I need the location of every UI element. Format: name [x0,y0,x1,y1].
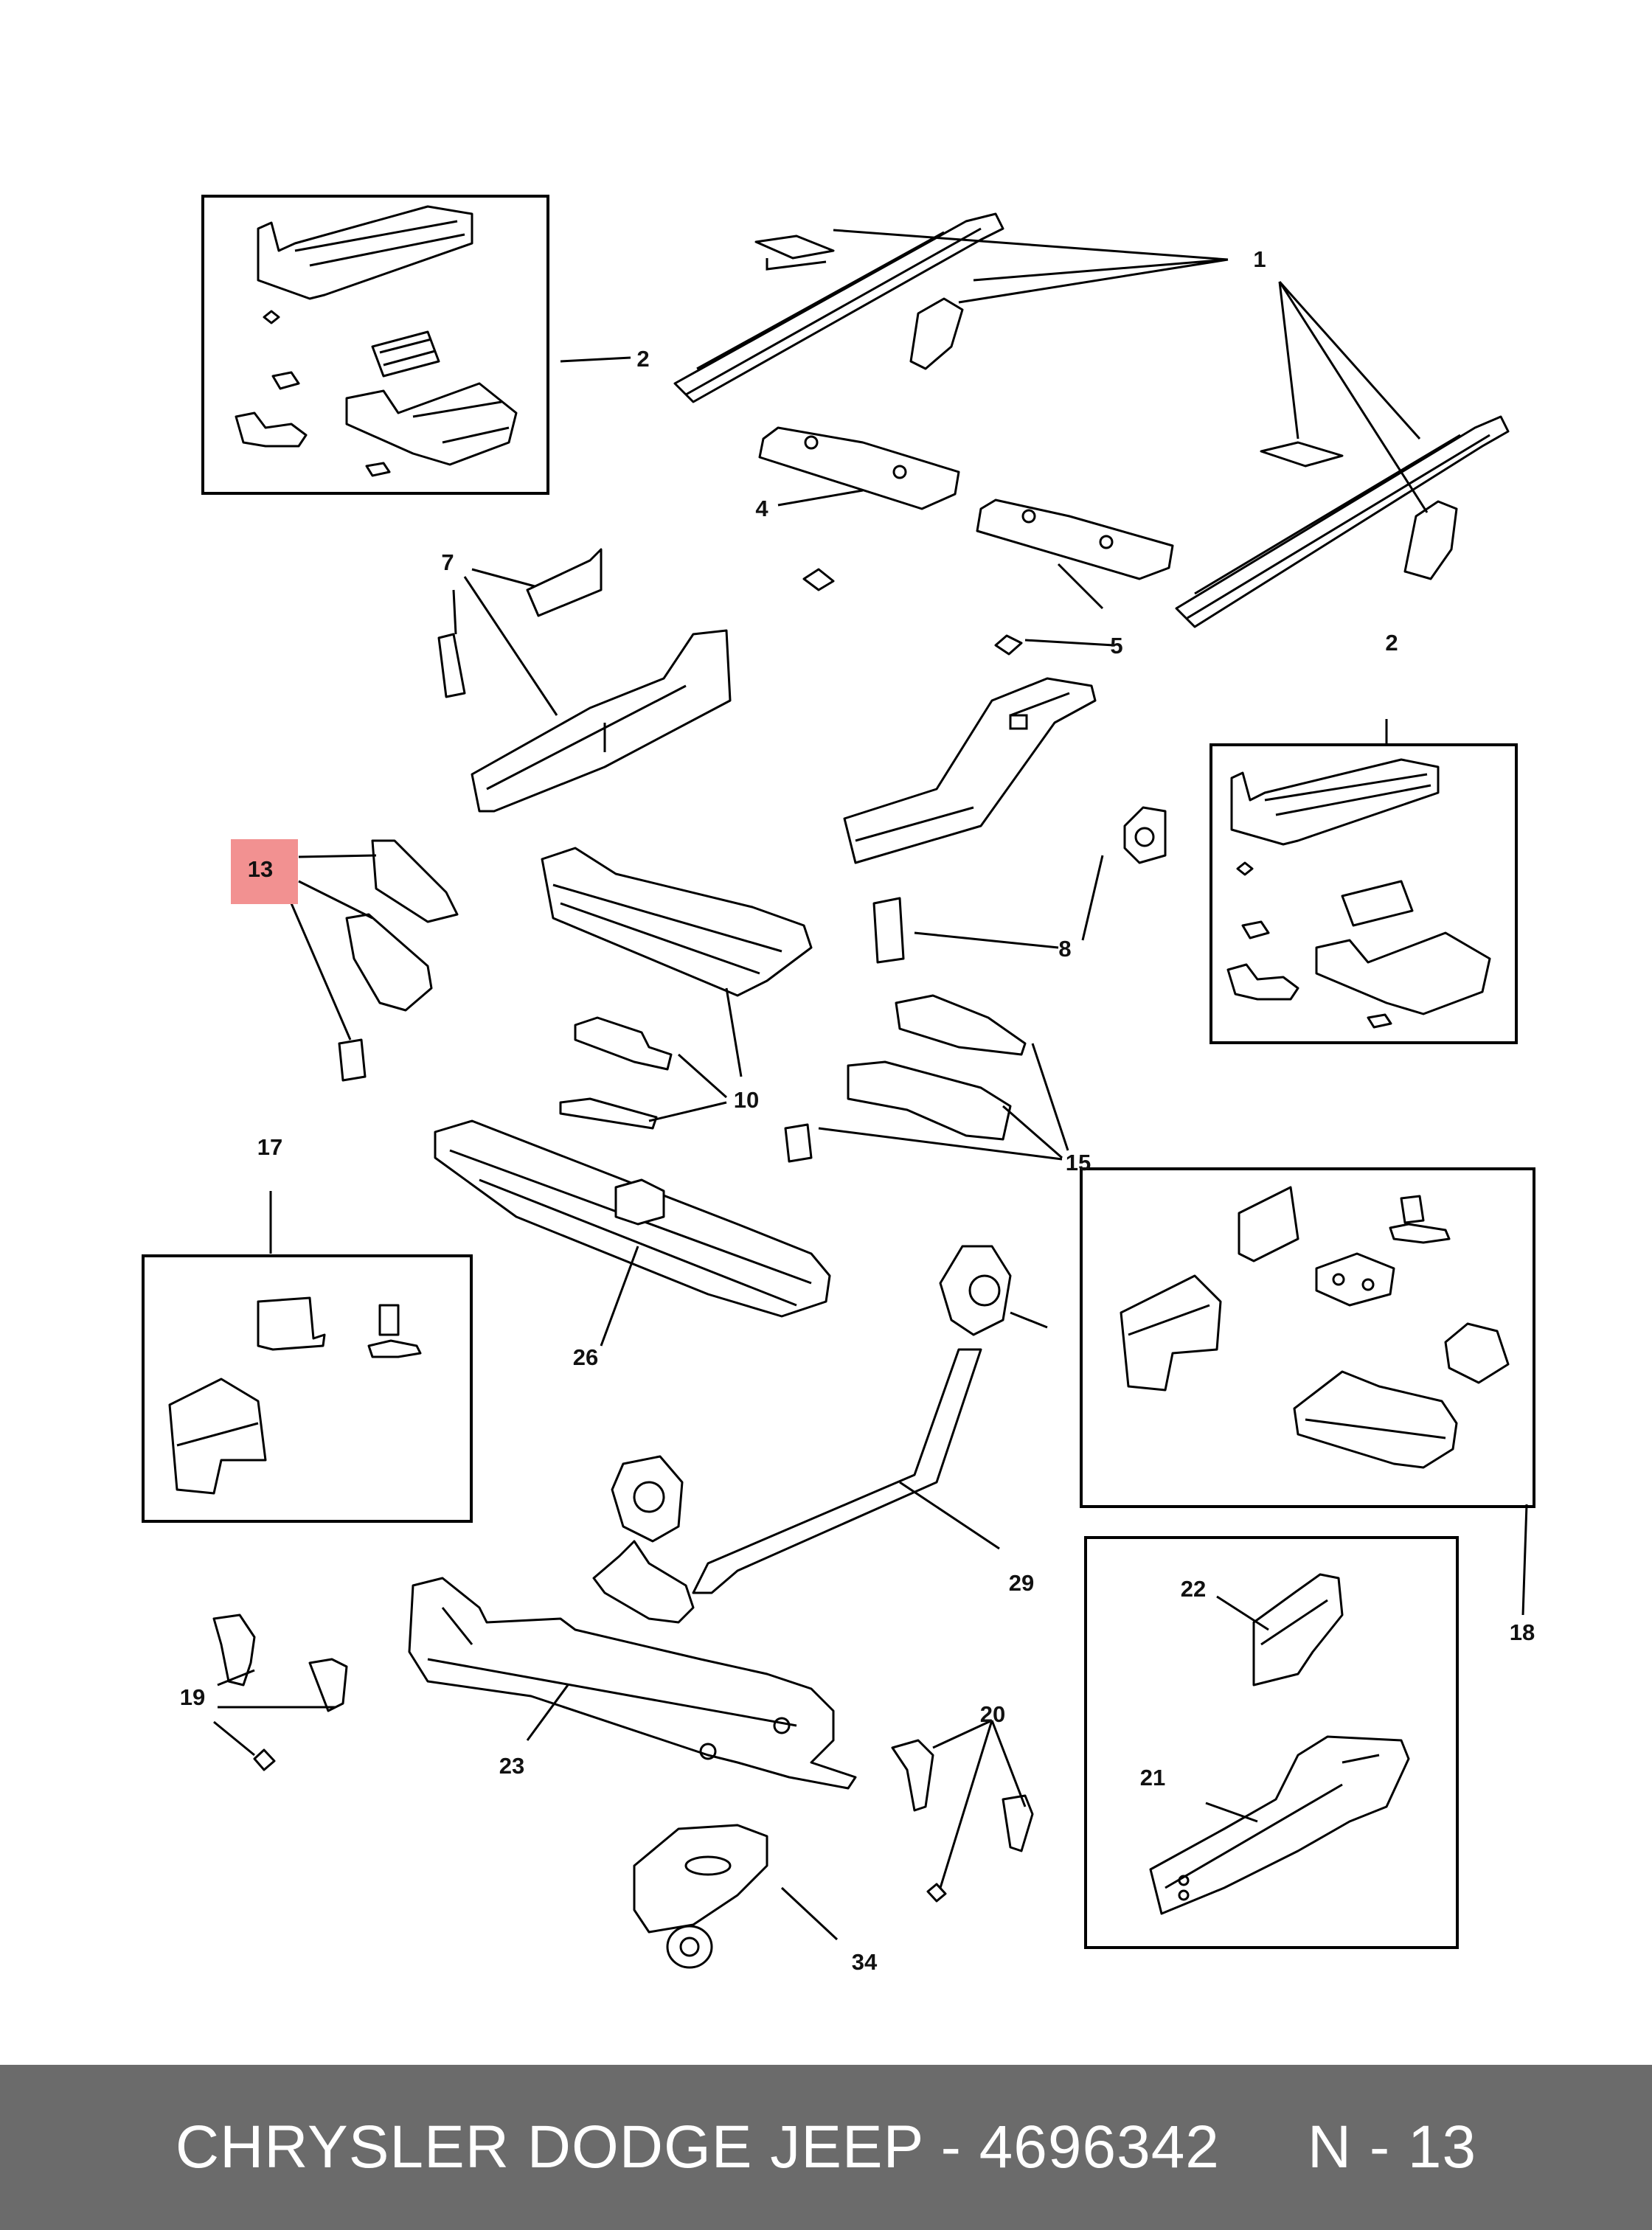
parts-diagram: 1 2 2 4 5 7 8 10 13 15 17 18 19 20 21 22… [142,195,1535,1975]
leader-lines [213,229,1528,1941]
callout-22: 22 [1181,1576,1206,1602]
part-22-bracket [1252,1573,1344,1687]
footer-bar: CHRYSLER DODGE JEEP - 4696342 N - 13 [0,2065,1652,2230]
inset-box-2-right [1210,743,1518,1044]
callout-29: 29 [1009,1570,1034,1596]
callout-13-highlight [231,839,298,904]
inset-box-21-22 [1084,1536,1459,1949]
callout-18: 18 [1510,1619,1535,1645]
part-29-bar [592,1245,1048,1624]
part-2-rail-right [1226,758,1491,1029]
part-20-brackets [891,1739,1034,1903]
part-13-brackets [338,839,459,1082]
callout-2-left: 2 [636,346,649,372]
callout-4: 4 [755,496,768,521]
callout-10: 10 [734,1087,759,1113]
callout-8: 8 [1058,936,1071,962]
callout-17: 17 [257,1134,282,1160]
inset-box-2-left [201,195,549,495]
part-18-brackets [1120,1186,1510,1469]
part-26-crossmember [434,1119,831,1318]
callout-20: 20 [980,1701,1005,1727]
footer-title: CHRYSLER DODGE JEEP - 4696342 N - 13 [175,2113,1477,2181]
callout-23: 23 [499,1753,524,1779]
part-7-rail [437,548,732,813]
part-17-brackets [168,1296,422,1495]
part-1-rails [673,212,1510,628]
part-4-crossmember [758,426,960,591]
part-8-rail [843,677,1167,964]
part-15-brackets [784,994,1027,1163]
inset-box-18 [1080,1167,1535,1508]
part-5-crossmember [976,499,1174,656]
part-19-brackets [212,1614,348,1771]
callout-7: 7 [441,549,454,575]
part-10-crossmember [541,847,813,1130]
callout-13: 13 [248,856,273,882]
part-23-crossmember [408,1577,857,1790]
callout-21: 21 [1140,1765,1165,1790]
callout-2-right: 2 [1385,630,1398,656]
part-21-rail [1149,1735,1410,1915]
callout-19: 19 [180,1684,205,1710]
inset-box-17 [142,1254,473,1523]
callout-15: 15 [1066,1150,1091,1175]
callout-5: 5 [1110,633,1122,659]
callout-1: 1 [1253,246,1266,272]
callout-34: 34 [852,1949,878,1975]
callout-26: 26 [573,1344,598,1370]
part-34-mount [633,1824,768,1969]
part-2-rail-left [235,205,518,477]
